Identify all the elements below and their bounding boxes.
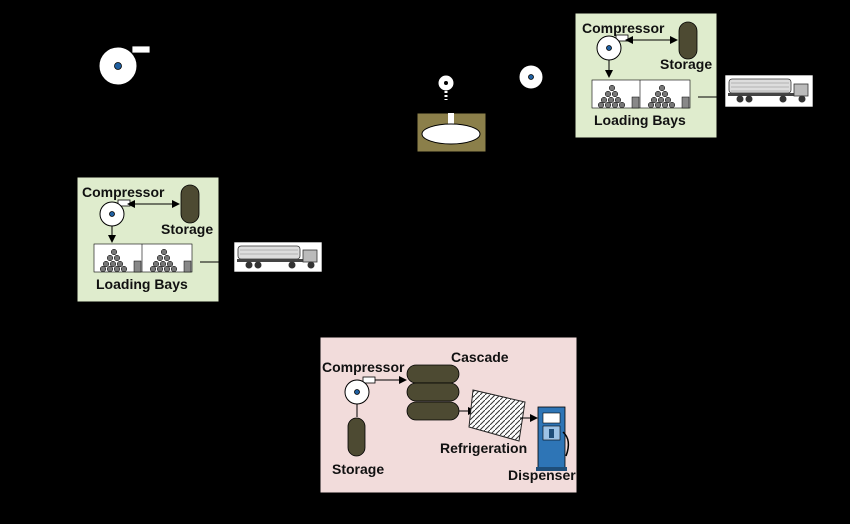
tube-trailer-icon (724, 74, 814, 108)
storage-label: Storage (332, 461, 384, 477)
loading-bays-label: Loading Bays (594, 112, 686, 128)
cylinder-stack-b (647, 84, 676, 109)
pipeline-compressor-icon (518, 64, 544, 90)
compressor-icon (344, 376, 376, 405)
storage-label: Storage (161, 221, 213, 237)
cascade-label: Cascade (451, 349, 509, 365)
storage-tank-icon (347, 417, 366, 457)
cascade-icon (406, 364, 460, 421)
cylinder-stack-a (597, 84, 626, 109)
dispenser-icon (536, 406, 570, 471)
station-left: Compressor Storage Loading Bays (76, 176, 220, 303)
loading-bays-label: Loading Bays (96, 276, 188, 292)
cylinder-stack-a (99, 248, 128, 273)
wellhead-icon (437, 74, 455, 100)
refrigeration-icon (468, 389, 526, 442)
dispenser-label: Dispenser (508, 467, 576, 483)
compressor-label: Compressor (582, 20, 665, 36)
refrigeration-label: Refrigeration (440, 440, 527, 456)
main-compressor-icon (98, 45, 151, 86)
cylinder-stack-b (149, 248, 178, 273)
compressor-label: Compressor (82, 184, 165, 200)
compressor-label: Compressor (322, 359, 405, 375)
storage-label: Storage (660, 56, 712, 72)
storage-tank-icon (678, 21, 698, 60)
compressor-icon (99, 199, 131, 227)
storage-tank-icon (180, 184, 200, 224)
reservoir-icon (416, 112, 487, 153)
tube-trailer-icon (233, 241, 323, 273)
station-top-right: Compressor Storage Loading Bays (574, 12, 718, 139)
refuelling-station: Compressor Storage Cascade Refrigeration (319, 336, 578, 494)
